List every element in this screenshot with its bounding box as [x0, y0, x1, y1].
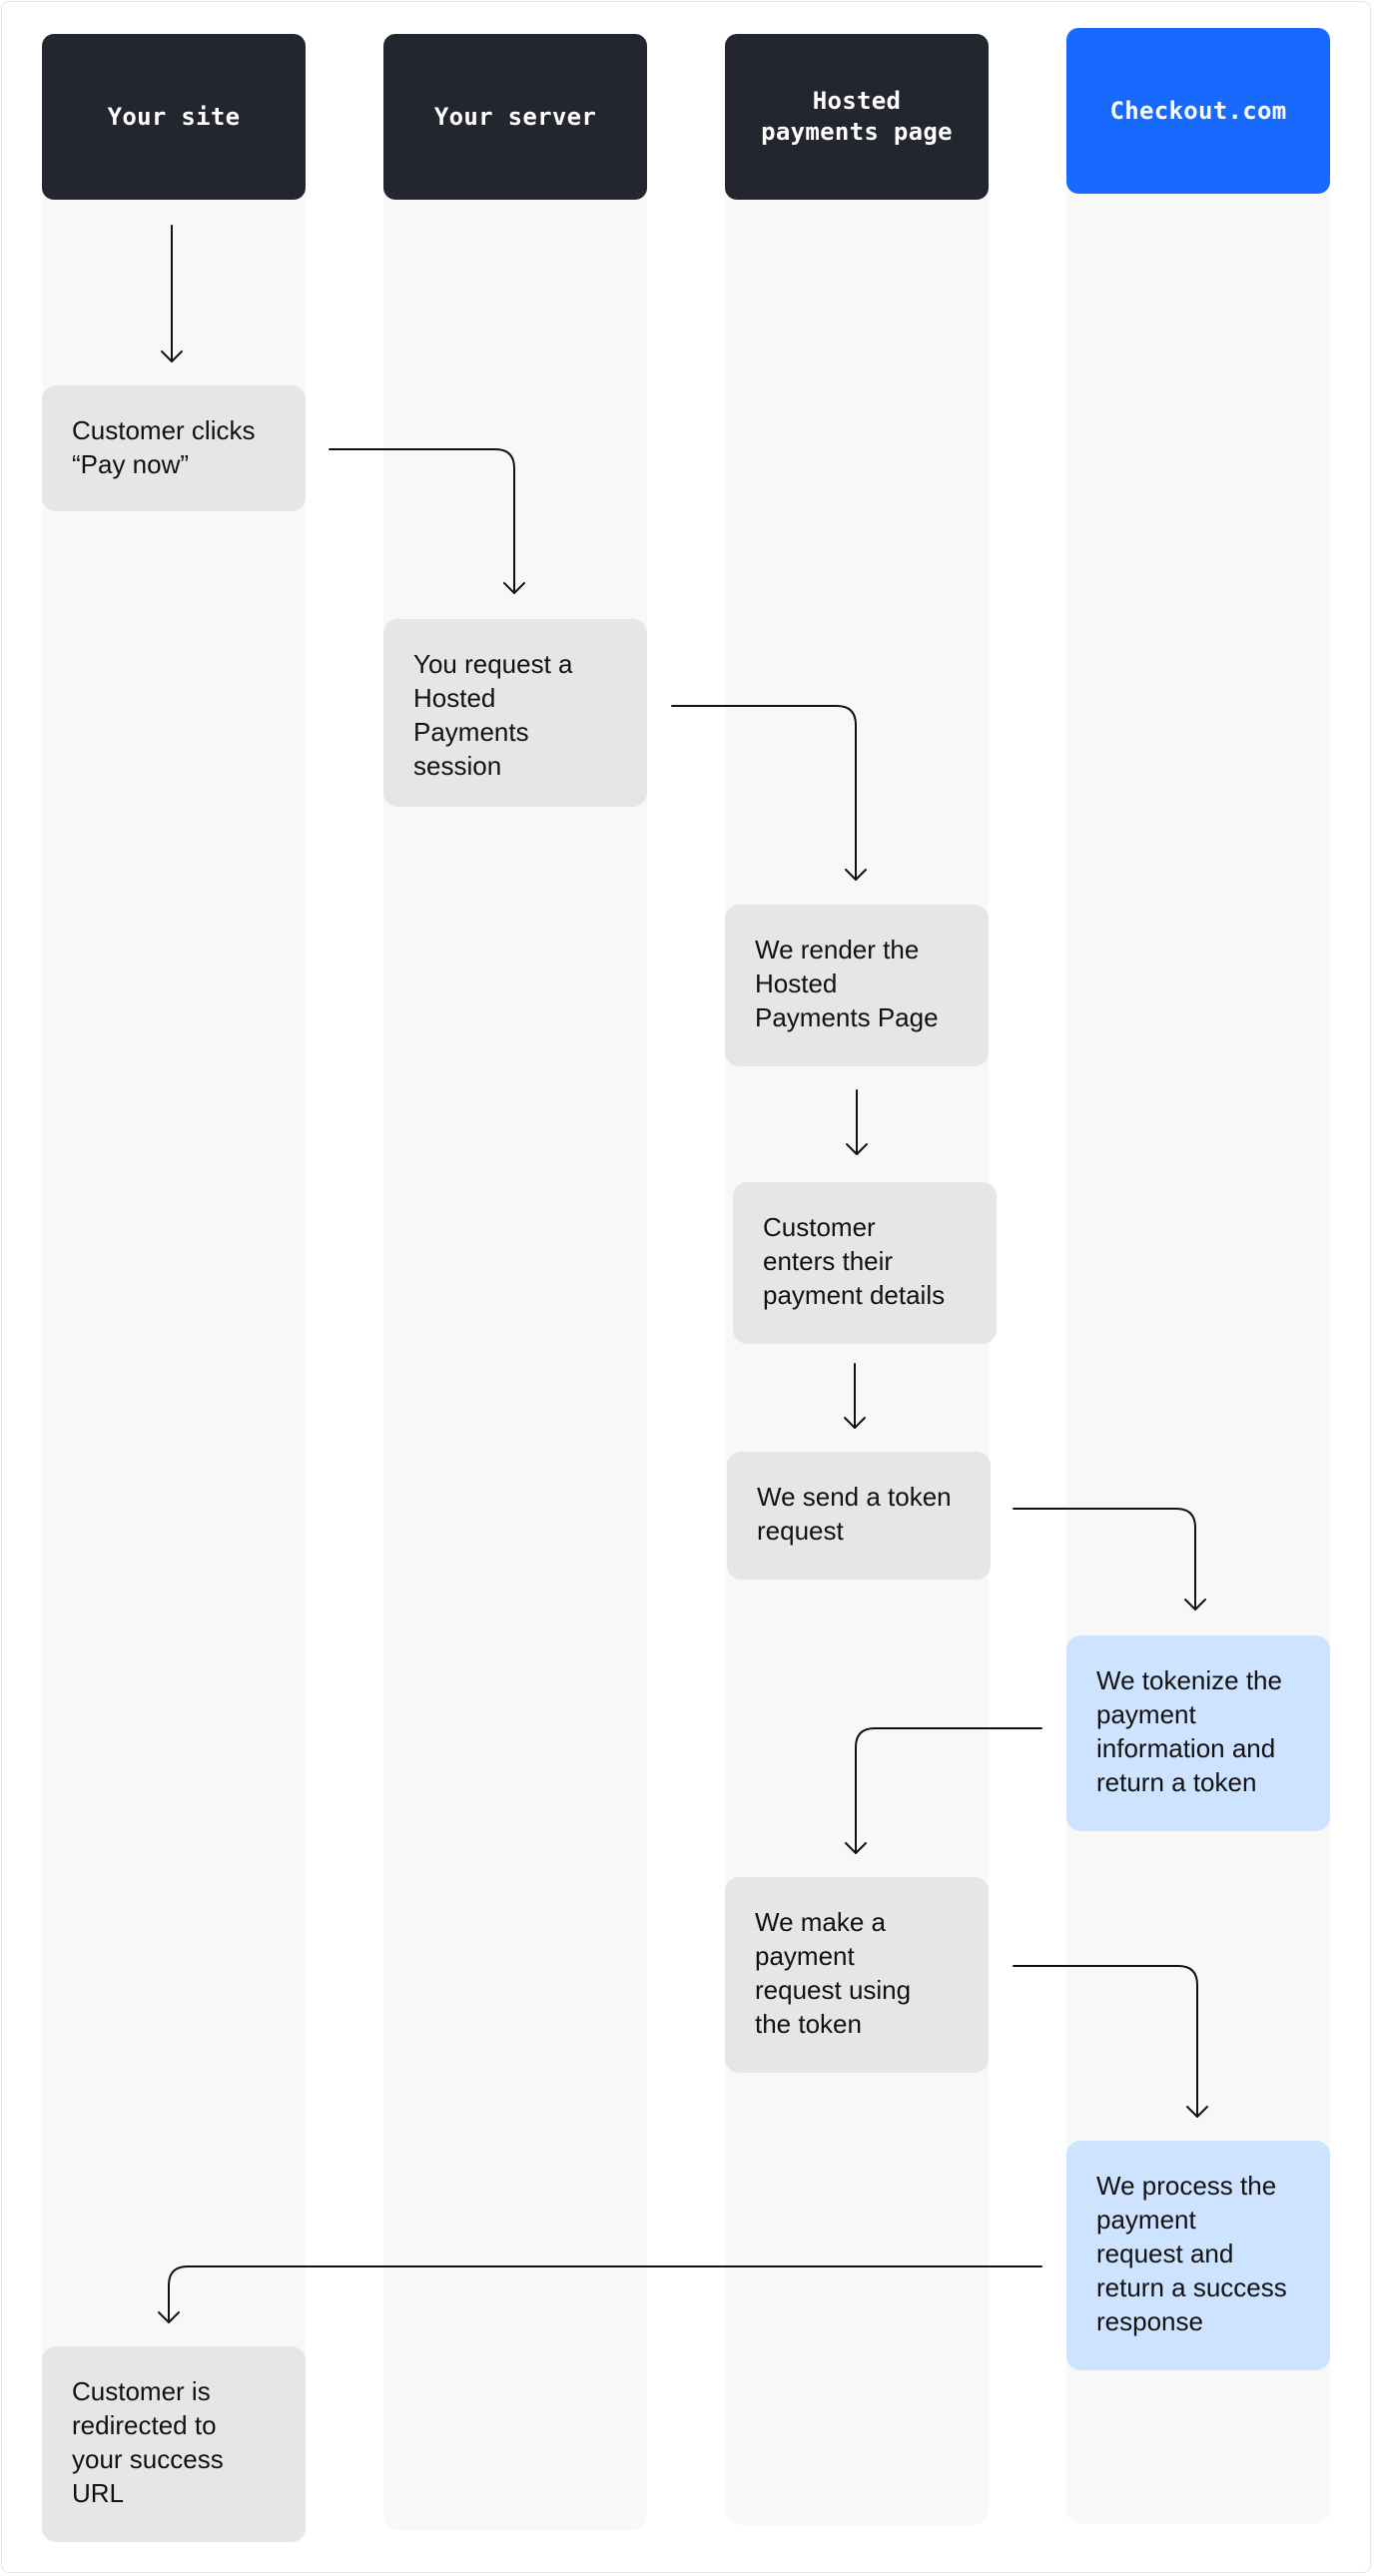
step-payment-request: We make a payment request using the toke… — [725, 1877, 989, 2073]
step-customer-clicks-pay-now: Customer clicks “Pay now” — [42, 385, 306, 511]
lane-header-checkout: Checkout.com — [1066, 28, 1330, 194]
step-render-page: We render the Hosted Payments Page — [725, 905, 989, 1066]
arrow-render-page-to-enter-details — [846, 1089, 868, 1155]
step-request-session: You request a Hosted Payments session — [383, 619, 647, 807]
step-enter-details: Customer enters their payment details — [733, 1182, 997, 1344]
step-process-payment: We process the payment request and retur… — [1066, 2141, 1330, 2370]
lane-header-your-server: Your server — [383, 34, 647, 200]
step-tokenize: We tokenize the payment information and … — [1066, 1635, 1330, 1831]
arrow-tokenize-to-payment-request — [845, 1727, 1042, 1854]
arrow-send-token-to-tokenize — [1013, 1508, 1206, 1610]
step-send-token-request: We send a token request — [727, 1452, 991, 1580]
arrow-pay-now-to-request-session — [329, 448, 525, 594]
lane-header-hosted-payments-page: Hosted payments page — [725, 34, 989, 200]
arrow-request-session-to-render-page — [671, 705, 867, 881]
arrow-payment-request-to-process-payment — [1013, 1965, 1208, 2118]
arrow-process-payment-to-redirect — [158, 2265, 1042, 2323]
step-redirect: Customer is redirected to your success U… — [42, 2346, 306, 2542]
arrow-start-to-pay-now — [161, 225, 183, 362]
arrow-enter-details-to-send-token — [844, 1363, 866, 1429]
lane-header-your-site: Your site — [42, 34, 306, 200]
